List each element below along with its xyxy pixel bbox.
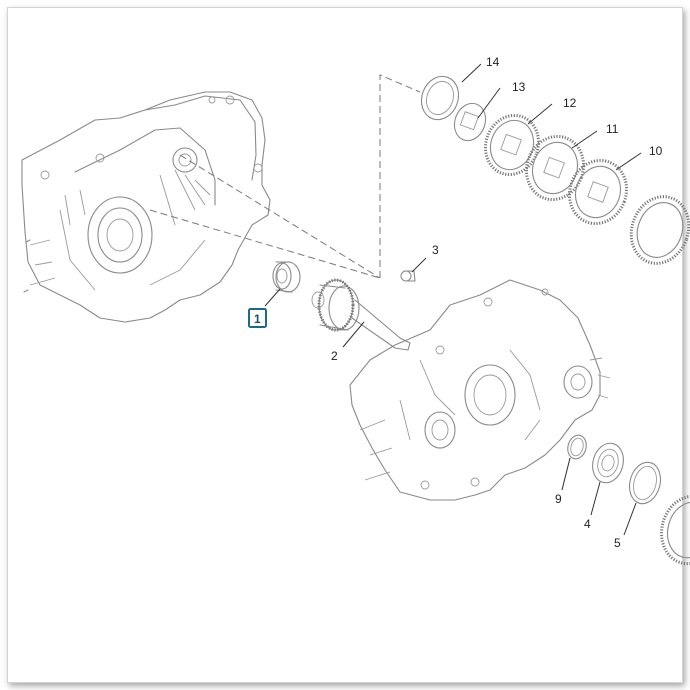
gear-part-14 <box>568 158 628 226</box>
callout-1-selected[interactable]: 1 <box>248 308 267 328</box>
callout-10[interactable]: 14 <box>486 55 500 69</box>
left-crankcase-half <box>21 91 271 323</box>
callout-labels: 14 13 12 11 10 3 2 9 4 5 <box>331 55 663 550</box>
callout-4[interactable]: 4 <box>584 517 591 531</box>
callout-5[interactable]: 5 <box>614 536 621 550</box>
ring-part-5 <box>628 461 662 505</box>
selected-callout-box[interactable] <box>248 308 267 328</box>
assembly-axis-lines <box>149 74 421 279</box>
callout-11[interactable]: 13 <box>512 80 526 94</box>
callout-13[interactable]: 11 <box>606 122 619 136</box>
right-crankcase-half <box>349 279 611 501</box>
callout-9[interactable]: 9 <box>555 492 562 506</box>
callout-2[interactable]: 2 <box>331 349 338 363</box>
circlip-part-10 <box>420 75 460 121</box>
pin-part-3 <box>400 270 416 282</box>
callout-1[interactable]: 1 <box>254 312 261 326</box>
callout-14[interactable]: 10 <box>649 144 663 158</box>
gear-partial-offscreen-bottom <box>660 494 690 566</box>
washer-part-11 <box>453 102 487 142</box>
seal-ring-part-9 <box>567 434 587 460</box>
gear-part-13 <box>525 134 585 202</box>
bearing-part-1 <box>272 261 301 293</box>
callout-3[interactable]: 3 <box>432 243 439 257</box>
gear-partial-offscreen-top <box>629 195 690 265</box>
callout-12[interactable]: 12 <box>563 96 577 110</box>
callout-leaders <box>264 63 642 536</box>
bearing-part-4 <box>592 442 624 484</box>
gear-shaft-part-2 <box>311 278 411 351</box>
